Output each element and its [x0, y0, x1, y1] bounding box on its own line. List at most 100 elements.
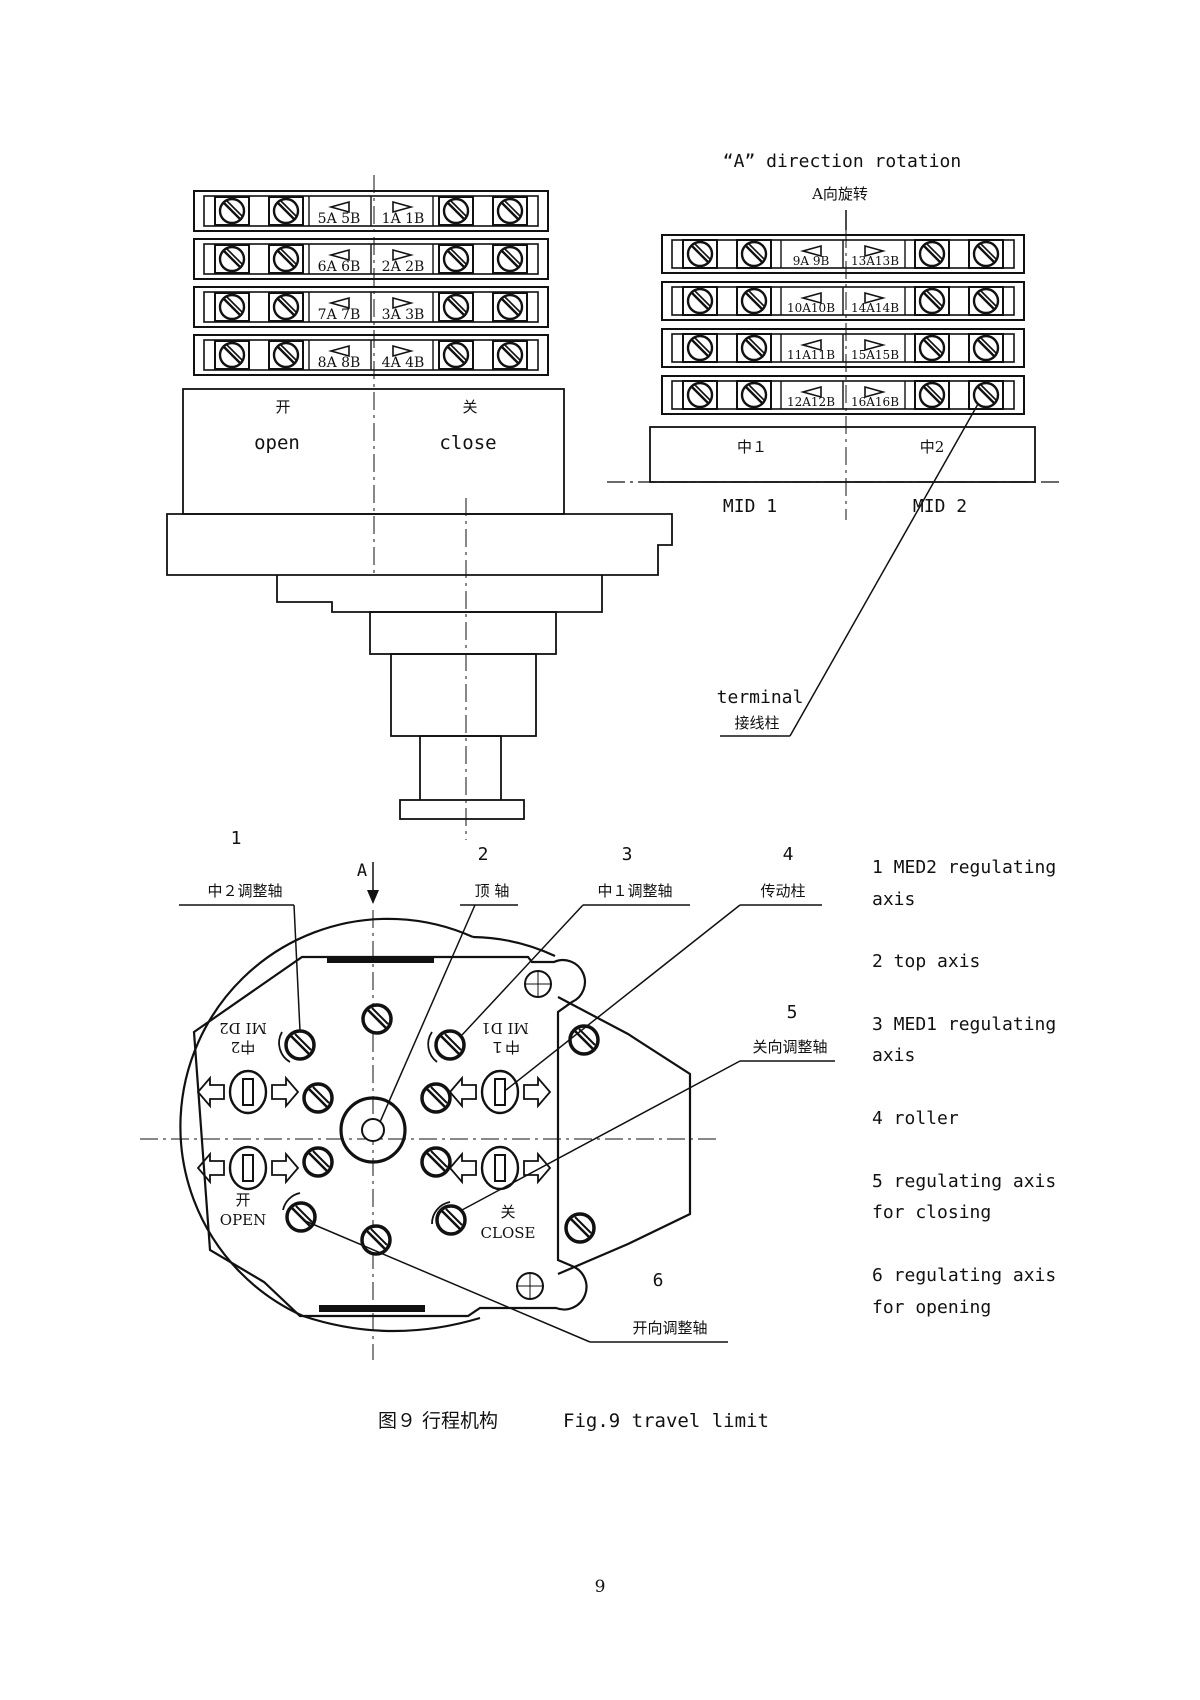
strip-left-label: 8A 8B — [318, 355, 361, 371]
terminal-screw-icon — [735, 238, 773, 270]
plate-mid2-en: MI D2 — [219, 1019, 267, 1037]
terminal-screw-icon — [437, 339, 475, 371]
right-triangle-icon — [864, 244, 886, 258]
terminal-screw-icon — [491, 195, 529, 227]
caption-en: Fig.9 travel limit — [563, 1410, 769, 1432]
right-triangle-icon — [864, 338, 886, 352]
legend-5-line1: 5 regulating axis — [872, 1171, 1056, 1192]
open-cn-label: 开 — [275, 398, 290, 416]
legend: 1 MED2 regulating axis 2 top axis 3 MED1… — [872, 857, 1056, 1318]
close-cn-label: 关 — [462, 398, 477, 416]
left-triangle-icon — [800, 338, 822, 352]
legend-6-line2: for opening — [872, 1297, 991, 1318]
strip-left-label: 12A12B — [787, 395, 835, 409]
left-triangle-icon — [800, 385, 822, 399]
strip-right-label: 4A 4B — [382, 355, 425, 371]
strip-left-label: 7A 7B — [318, 307, 361, 323]
strip-right-label: 2A 2B — [382, 259, 425, 275]
top-right-assembly: “A” direction rotation A向旋转 9A 9B 13A13B 1… — [607, 151, 1060, 737]
terminal-screw-icon — [213, 195, 251, 227]
strip-left-label: 11A11B — [787, 348, 835, 362]
terminal-screw-icon — [267, 291, 305, 323]
terminal-screw-icon — [267, 195, 305, 227]
mid2-en-label: MID 2 — [913, 496, 967, 517]
left-triangle-icon — [800, 244, 822, 258]
legend-3-line1: 3 MED1 regulating — [872, 1014, 1056, 1035]
terminal-cn-label: 接线柱 — [734, 714, 779, 732]
terminal-en-label: terminal — [717, 687, 804, 708]
plate-mid1-en: MI D1 — [481, 1019, 529, 1037]
close-en-label: close — [439, 432, 496, 454]
plate-mid1-cn: 中１ — [490, 1038, 520, 1056]
caption-cn: 图９ 行程机构 — [378, 1410, 498, 1432]
plate-close-cn: 关 — [500, 1203, 515, 1221]
cam-roller-left-upper — [196, 1069, 300, 1115]
strip-left-label: 10A10B — [787, 301, 835, 315]
left-strip-2: 6A 6B 2A 2B — [193, 238, 549, 280]
strip-left-label: 6A 6B — [318, 259, 361, 275]
strip-right-label: 3A 3B — [382, 307, 425, 323]
callout-4: 4 — [783, 844, 794, 865]
legend-3-line2: axis — [872, 1045, 915, 1066]
cam-roller-right-upper — [448, 1069, 552, 1115]
legend-5-line2: for closing — [872, 1202, 991, 1223]
left-strip-3: 7A 7B 3A 3B — [193, 286, 549, 328]
terminal-screw-icon — [681, 379, 719, 411]
callout-3: 3 — [622, 844, 633, 865]
strip-left-label: 9A 9B — [793, 254, 830, 268]
strip-right-label: 16A16B — [851, 395, 899, 409]
rotation-en-label: “A” direction rotation — [723, 151, 961, 172]
left-triangle-icon — [800, 291, 822, 305]
terminal-screw-icon — [437, 291, 475, 323]
strip-right-label: 13A13B — [851, 254, 899, 268]
right-strip-1: 9A 9B 13A13B — [661, 234, 1025, 274]
strip-right-label: 1A 1B — [382, 211, 425, 227]
plate-close-en: CLOSE — [481, 1224, 536, 1242]
strip-right-label: 15A15B — [851, 348, 899, 362]
cam-roller-right-lower — [448, 1145, 552, 1191]
left-triangle-icon — [328, 344, 350, 358]
left-strip-4: 8A 8B 4A 4B — [193, 334, 549, 376]
plate-open-en: OPEN — [220, 1211, 266, 1229]
terminal-screw-icon — [681, 332, 719, 364]
terminal-screw-icon — [913, 379, 951, 411]
right-triangle-icon — [864, 291, 886, 305]
callout-5: 5 — [787, 1002, 798, 1023]
page-number: 9 — [595, 1577, 606, 1597]
mid1-cn-label: 中１ — [737, 438, 767, 456]
terminal-screw-icon — [967, 285, 1005, 317]
terminal-screw-icon — [913, 285, 951, 317]
legend-4-line1: 4 roller — [872, 1108, 959, 1129]
terminal-screw-icon — [913, 332, 951, 364]
label-mid2-axis: 中２调整轴 — [207, 882, 282, 900]
terminal-screw-icon — [213, 339, 251, 371]
terminal-screw-icon — [967, 379, 1005, 411]
legend-2-line1: 2 top axis — [872, 951, 980, 972]
terminal-screw-icon — [213, 243, 251, 275]
right-strip-3: 11A11B 15A15B — [661, 328, 1025, 368]
terminal-screw-icon — [213, 291, 251, 323]
terminal-screw-icon — [267, 339, 305, 371]
a-arrow-label: A — [357, 861, 367, 881]
label-top-axis: 顶 轴 — [475, 882, 510, 900]
legend-1-line2: axis — [872, 889, 915, 910]
right-triangle-icon — [392, 248, 414, 262]
callout-6: 6 — [653, 1270, 664, 1291]
terminal-screw-icon — [491, 243, 529, 275]
right-strip-4: 12A12B 16A16B — [661, 375, 1025, 415]
rotation-cn-label: A向旋转 — [811, 185, 868, 203]
terminal-screw-icon — [681, 285, 719, 317]
terminal-screw-icon — [437, 195, 475, 227]
plate-open-cn: 开 — [235, 1191, 250, 1209]
left-triangle-icon — [328, 296, 350, 310]
right-triangle-icon — [864, 385, 886, 399]
terminal-screw-icon — [967, 332, 1005, 364]
legend-1-line1: 1 MED2 regulating — [872, 857, 1056, 878]
bottom-plan-view: 1 2 3 4 5 6 A — [140, 828, 835, 1360]
